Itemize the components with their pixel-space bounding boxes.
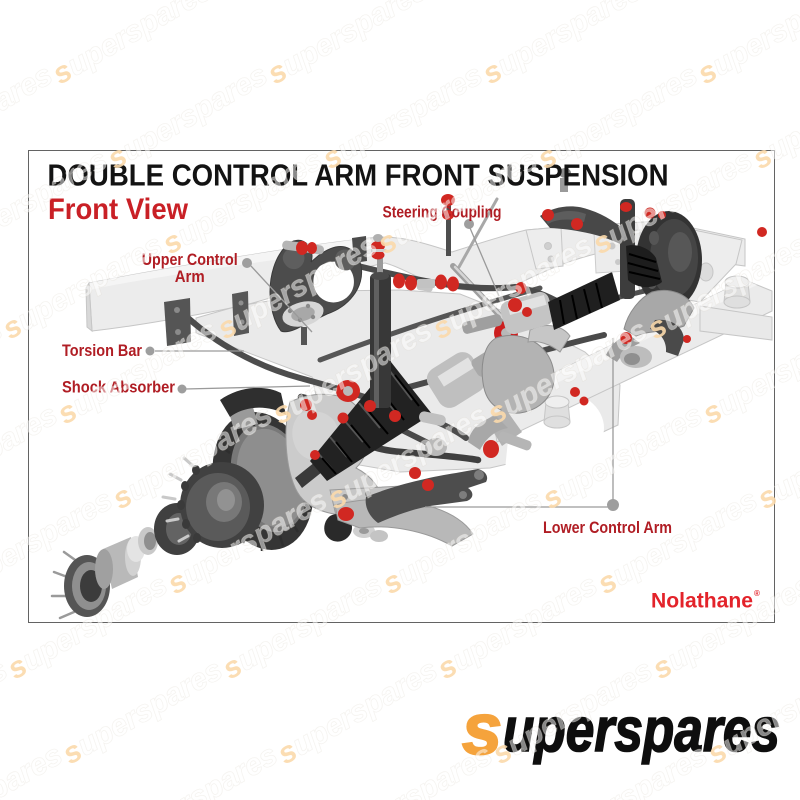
svg-text:Torsion Bar: Torsion Bar bbox=[62, 341, 142, 360]
svg-text:Lower Control Arm: Lower Control Arm bbox=[543, 518, 672, 537]
svg-text:uperspares: uperspares bbox=[503, 696, 780, 765]
svg-text:DOUBLE CONTROL ARM FRONT SUSPE: DOUBLE CONTROL ARM FRONT SUSPENSION bbox=[48, 158, 669, 192]
svg-text:Upper Control: Upper Control bbox=[142, 250, 238, 269]
svg-text:Arm: Arm bbox=[175, 267, 205, 286]
svg-text:Front View: Front View bbox=[48, 193, 189, 226]
svg-text:Shock Absorber: Shock Absorber bbox=[62, 378, 175, 397]
svg-text:s: s bbox=[462, 690, 502, 770]
svg-text:®: ® bbox=[754, 589, 760, 598]
svg-text:Steering Coupling: Steering Coupling bbox=[383, 202, 502, 221]
svg-text:Nolathane: Nolathane bbox=[651, 590, 753, 613]
